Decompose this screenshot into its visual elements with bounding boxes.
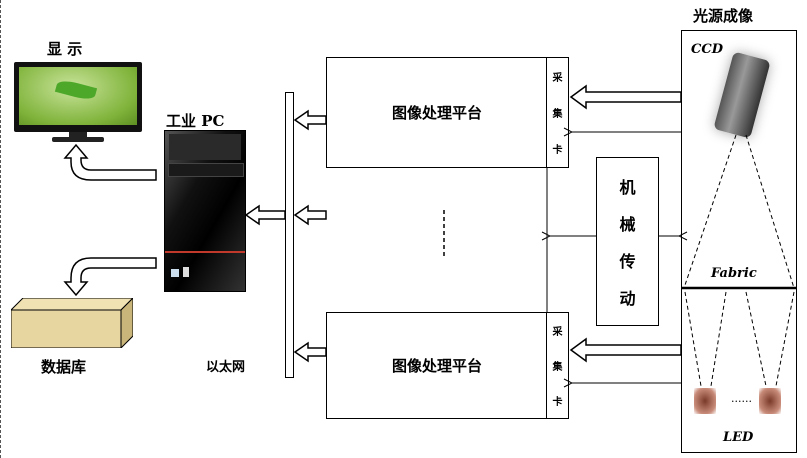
ccd-label: CCD bbox=[691, 42, 723, 57]
arrow-proc2-to-bus bbox=[293, 341, 327, 363]
card-char: 采 bbox=[552, 72, 563, 84]
capture-card-2: 采集卡 bbox=[546, 312, 569, 419]
monitor-icon bbox=[14, 62, 142, 142]
card-char: 集 bbox=[552, 362, 563, 373]
card-char: 卡 bbox=[552, 145, 563, 157]
mech-char: 传 bbox=[619, 251, 636, 271]
mech-char: 动 bbox=[619, 288, 636, 308]
capture-card-1: 采集卡 bbox=[546, 57, 569, 168]
arrow-bus-to-pc bbox=[244, 204, 286, 226]
image-processing-platform-1: 图像处理平台 bbox=[326, 57, 548, 168]
arrow-mid-to-bus bbox=[293, 204, 327, 226]
mechanical-transmission-box: 机械传动 bbox=[596, 157, 659, 326]
arrow-pc-to-database bbox=[63, 257, 157, 297]
mech-char: 机 bbox=[619, 178, 636, 198]
data-arrow-top bbox=[569, 84, 682, 110]
data-arrow-bottom bbox=[569, 337, 682, 363]
processing-label: 图像处理平台 bbox=[391, 357, 482, 375]
led-dots: ...... bbox=[731, 392, 752, 405]
ethernet-label: 以太网 bbox=[206, 360, 246, 375]
pc-label: 工业 PC bbox=[166, 112, 225, 130]
card-char: 采 bbox=[552, 327, 563, 338]
processing-label: 图像处理平台 bbox=[391, 104, 482, 122]
arrow-pc-to-monitor bbox=[63, 143, 157, 181]
database-label: 数据库 bbox=[41, 358, 87, 376]
database-icon bbox=[11, 298, 133, 348]
fabric-label: Fabric bbox=[711, 266, 757, 281]
led-icon-right bbox=[759, 388, 781, 414]
ethernet-bus bbox=[285, 92, 294, 378]
imaging-title: 光源成像 bbox=[693, 7, 754, 25]
pc-tower-icon bbox=[164, 130, 246, 292]
led-icon-left bbox=[694, 388, 716, 414]
card-char: 卡 bbox=[552, 397, 563, 408]
arrow-proc1-to-bus bbox=[293, 109, 327, 131]
display-label: 显 示 bbox=[47, 40, 83, 58]
card-char: 集 bbox=[552, 108, 563, 120]
image-processing-platform-2: 图像处理平台 bbox=[326, 312, 548, 419]
mech-char: 械 bbox=[619, 215, 636, 235]
led-label: LED bbox=[723, 430, 754, 445]
